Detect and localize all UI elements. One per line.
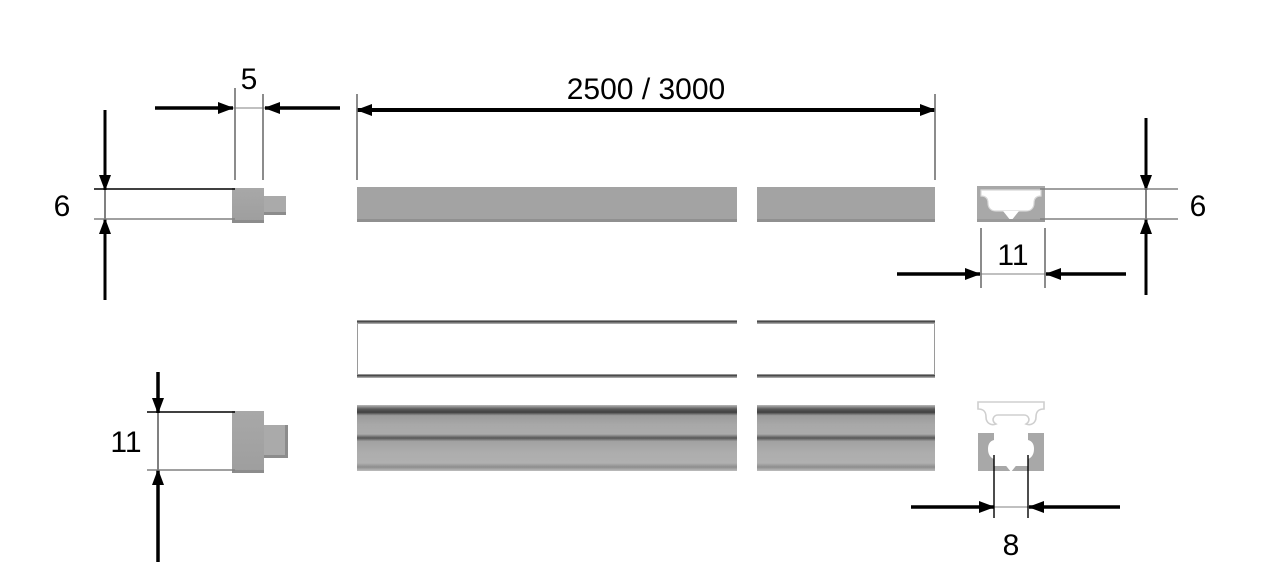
section-top-body-shadow (977, 219, 1045, 222)
dim-profile-height-right: 6 (1040, 118, 1206, 295)
top-view-bar-segment-left (357, 187, 737, 221)
side-view-bar (357, 405, 935, 471)
endcap-top-body (232, 188, 264, 222)
endcap-side-spigot-edge (285, 425, 288, 458)
top-view-bar-shadow-right (757, 219, 935, 222)
side-view-bar-segment-right (757, 405, 935, 471)
front-view-bottom-rail-left (357, 374, 737, 378)
top-view-bar-shadow-left (357, 219, 737, 222)
endcap-top-body-shadow (232, 220, 264, 223)
dim-profile-length: 2500 / 3000 (356, 73, 936, 180)
dim-label-length: 2500 / 3000 (567, 73, 725, 106)
dim-channel-inner-width: 8 (911, 455, 1120, 562)
front-view-right-edge (934, 324, 935, 376)
dim-label-11-side: 11 (110, 426, 141, 459)
endcap-top-spigot-shadow (264, 212, 286, 215)
endcap-side-spigot (264, 425, 288, 458)
front-view-top-rail-left (357, 320, 737, 324)
top-view-bar (357, 187, 935, 222)
section-bottom-diffuser (977, 401, 1045, 426)
section-bottom-channel-notch (1003, 462, 1019, 472)
front-view-bottom-rail-right (757, 374, 935, 378)
endcap-side (232, 411, 288, 473)
dim-profile-width-side: 11 (110, 372, 235, 562)
endcap-top (232, 188, 286, 223)
dim-label-8: 8 (1003, 529, 1020, 562)
dim-label-5: 5 (241, 63, 258, 96)
front-view-top-rail-right (757, 320, 935, 324)
endcap-side-body-shadow (232, 470, 264, 473)
section-top (977, 186, 1045, 222)
front-view-bar (357, 320, 935, 378)
dim-endcap-thickness: 5 (155, 63, 340, 180)
top-view-bar-segment-right (757, 187, 935, 221)
front-view-left-edge (357, 324, 358, 376)
front-view-web-left (357, 324, 737, 376)
side-view-bar-segment-left (357, 405, 737, 471)
section-top-channel-notch (1003, 211, 1019, 221)
dim-profile-height-left: 6 (54, 110, 235, 300)
section-bottom-body (978, 433, 1044, 471)
section-bottom (977, 401, 1045, 472)
endcap-top-spigot (264, 196, 286, 213)
dim-label-6-right: 6 (1190, 190, 1207, 223)
endcap-side-spigot-shadow (264, 455, 288, 458)
dim-profile-width-top: 11 (897, 228, 1126, 288)
section-top-diffuser (980, 189, 1042, 212)
dim-label-11-top: 11 (997, 239, 1028, 272)
endcap-side-body (232, 411, 264, 473)
dim-label-6-left: 6 (54, 190, 71, 223)
front-view-web-right (757, 324, 935, 376)
